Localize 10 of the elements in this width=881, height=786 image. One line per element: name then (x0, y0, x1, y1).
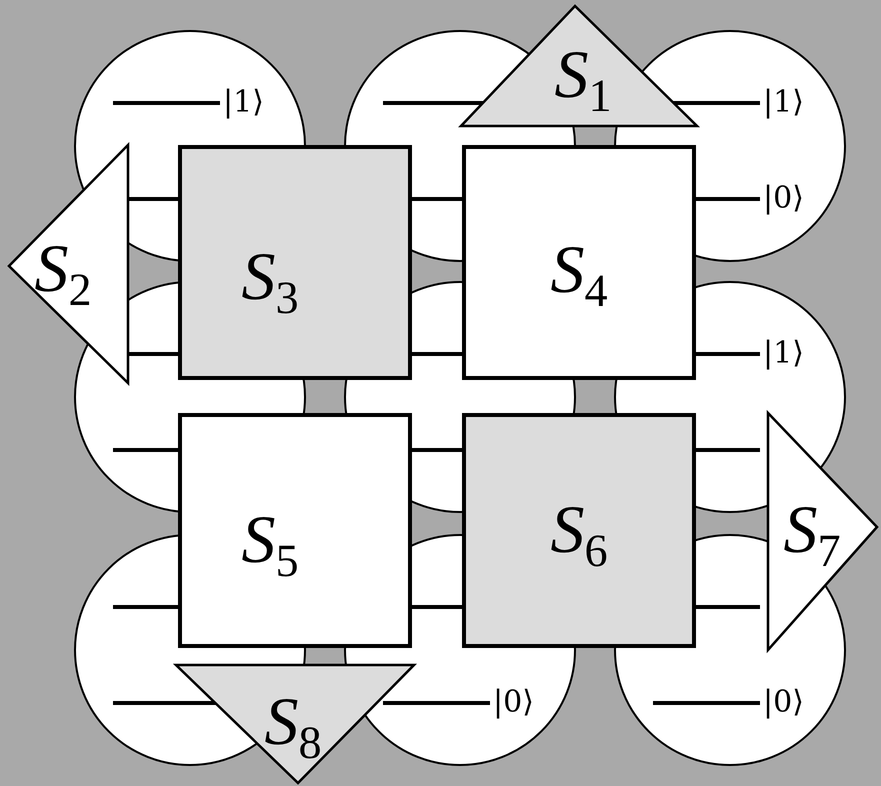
state-square (462, 413, 696, 648)
ket-label: |0⟩ (493, 687, 534, 718)
ket-label: |0⟩ (763, 687, 804, 718)
state-square (462, 145, 696, 380)
ket-label: |0⟩ (763, 183, 804, 214)
ket-label: |1⟩ (763, 87, 804, 118)
ket-label: |1⟩ (223, 87, 264, 118)
state-square (178, 413, 412, 648)
ket-label: |1⟩ (763, 338, 804, 368)
state-square (178, 145, 412, 380)
